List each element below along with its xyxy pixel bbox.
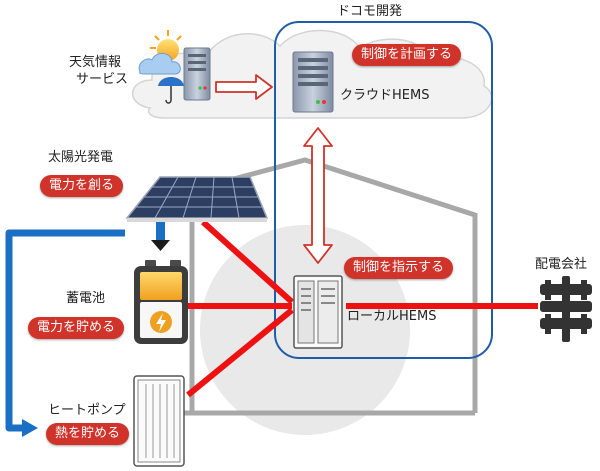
control-double-arrow [303,127,333,264]
cloud-hems-server-icon [292,51,334,113]
weather-server-icon [183,47,211,101]
weather-service-label-line1: 天気情報 [69,55,122,70]
weather-icon [138,30,184,104]
instruct-control-badge: 制御を指示する [344,257,454,279]
power-grid-icon [540,276,592,342]
battery-label: 蓄電池 [66,291,106,306]
docomo-development-label: ドコモ開発 [337,4,403,19]
power-lines [186,219,538,398]
local-hems-icon [293,275,343,349]
battery-icon [134,260,188,344]
plan-control-badge: 制御を計画する [352,44,462,66]
weather-service-label-line2: サービス [76,72,129,87]
heat-pump-icon [133,375,185,467]
solar-power-label: 太陽光発電 [48,150,114,165]
distribution-company-label: 配電会社 [535,257,588,272]
solar-panel-icon [125,176,269,251]
store-heat-badge: 熱を貯める [46,423,130,445]
docomo-frame [274,21,493,359]
cloud-hems-label: クラウドHEMS [340,88,430,103]
heat-flow-arrow [5,229,125,437]
heat-pump-label: ヒートポンプ [48,403,126,418]
store-power-badge: 電力を貯める [28,317,125,339]
local-hems-label: ローカルHEMS [347,309,437,324]
weather-to-cloud-arrow [215,74,273,100]
create-power-badge: 電力を創る [40,175,124,197]
